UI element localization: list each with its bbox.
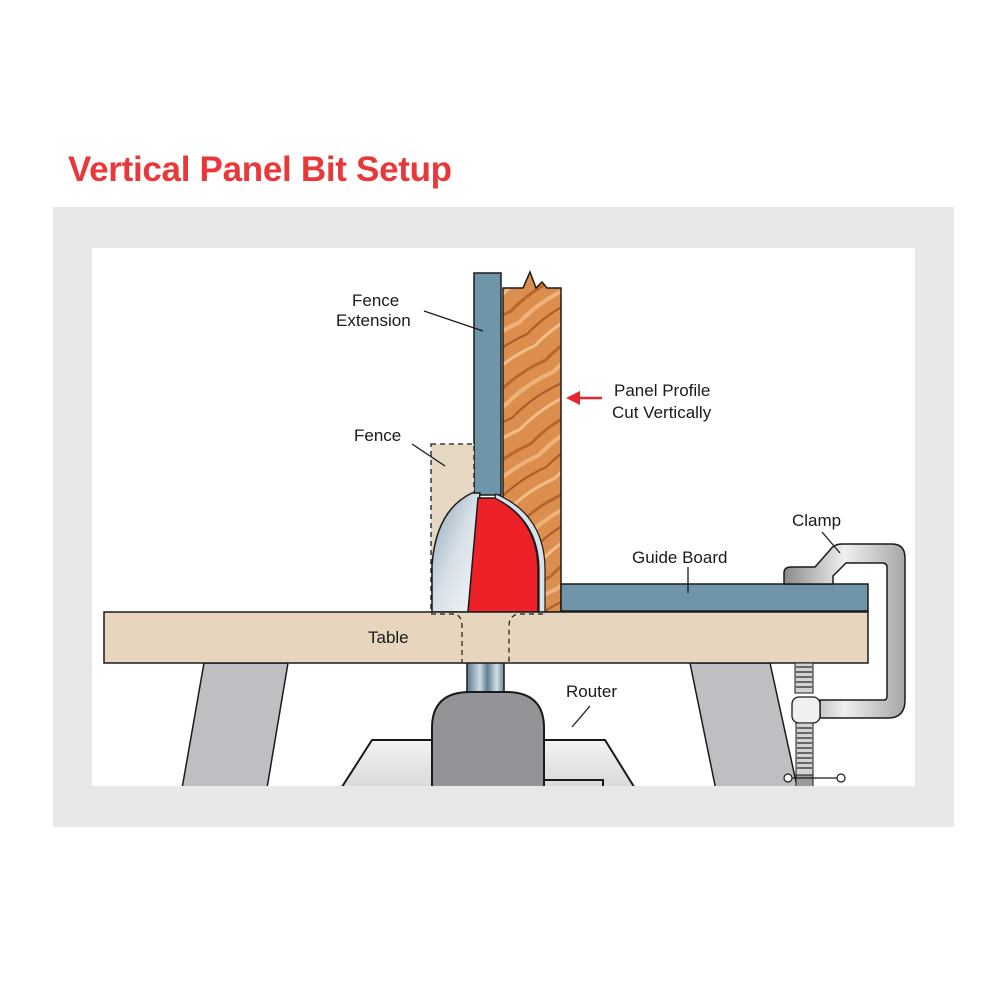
clamp bbox=[783, 543, 906, 786]
label-fence-extension-line1: Fence bbox=[352, 291, 399, 310]
label-table: Table bbox=[368, 628, 409, 647]
table-leg-right bbox=[689, 662, 798, 786]
label-panel-profile-line2: Cut Vertically bbox=[612, 403, 712, 422]
label-clamp: Clamp bbox=[792, 511, 841, 530]
router-table-illustration: Router Table bbox=[103, 270, 906, 786]
fence-extension bbox=[473, 272, 502, 496]
label-router: Router bbox=[566, 682, 617, 701]
arrow-icon bbox=[566, 391, 602, 405]
label-fence: Fence bbox=[354, 426, 401, 445]
table-leg-left bbox=[181, 662, 289, 786]
diagram-title: Vertical Panel Bit Setup bbox=[68, 150, 452, 189]
label-panel-profile-line1: Panel Profile bbox=[614, 381, 710, 400]
bit-steel-left bbox=[431, 492, 481, 613]
router-collet bbox=[466, 659, 505, 693]
router-body bbox=[431, 691, 545, 786]
guide-board bbox=[560, 583, 869, 612]
label-guide-board: Guide Board bbox=[632, 548, 727, 567]
diagram-canvas: Router Table bbox=[92, 248, 915, 786]
label-fence-extension-line2: Extension bbox=[336, 311, 411, 330]
table-top bbox=[103, 611, 869, 664]
